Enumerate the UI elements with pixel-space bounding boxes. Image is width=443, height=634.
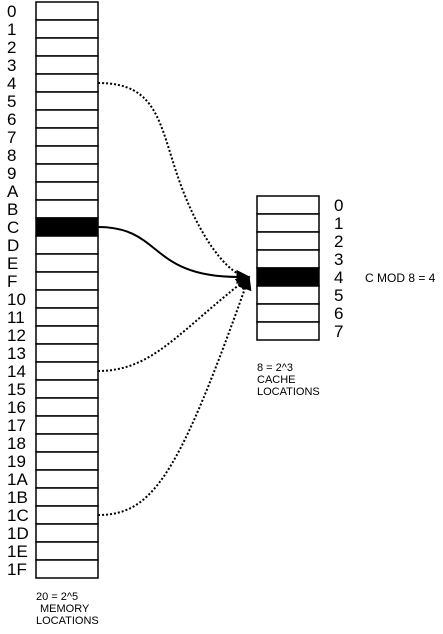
memory-caption-line-2: MEMORY: [40, 603, 90, 615]
memory-cell: [35, 217, 99, 237]
mapping-arrow-4: [97, 82, 251, 284]
memory-index-label: 0: [7, 2, 16, 21]
cache-caption: 8 = 2^3 CACHE LOCATIONS: [257, 362, 320, 398]
memory-index-label: 1: [7, 20, 16, 39]
mapping-arrow-1c: [97, 275, 252, 516]
memory-index-label: 3: [7, 56, 16, 75]
memory-index-label: 16: [7, 398, 26, 417]
memory-cell: [35, 271, 99, 291]
mapping-arrow-14: [97, 276, 251, 372]
memory-index-label: 14: [7, 362, 26, 381]
memory-index-label: 17: [7, 416, 26, 435]
memory-cell: [35, 1, 99, 21]
memory-cell: [35, 55, 99, 75]
memory-cell: [35, 541, 99, 561]
memory-cell: [35, 289, 99, 309]
memory-cell: [35, 73, 99, 93]
memory-index-label: 1A: [7, 470, 28, 489]
cache-cell: [256, 321, 320, 341]
memory-cell: [35, 343, 99, 363]
cache-cell: [256, 213, 320, 233]
memory-cell: [35, 199, 99, 219]
cache-cell: [256, 303, 320, 323]
memory-index-label: 10: [7, 290, 26, 309]
cache-cell: [256, 249, 320, 269]
memory-index-label: 18: [7, 434, 26, 453]
memory-index-label: 4: [7, 74, 16, 93]
memory-cell: [35, 145, 99, 165]
memory-cell: [35, 559, 99, 579]
memory-cell: [35, 163, 99, 183]
cache-index-label: 3: [334, 250, 343, 269]
memory-cell: [35, 523, 99, 543]
memory-cell: [35, 109, 99, 129]
memory-cell: [35, 379, 99, 399]
memory-index-label: C: [7, 218, 19, 237]
memory-cell: [35, 307, 99, 327]
memory-index-label: 1B: [7, 488, 28, 507]
cache-index-label: 2: [334, 232, 343, 251]
memory-cell: [35, 469, 99, 489]
mod-annotation: C MOD 8 = 4: [365, 271, 436, 285]
memory-cell: [35, 415, 99, 435]
memory-index-label: 5: [7, 92, 16, 111]
cache-index-label: 7: [334, 322, 343, 341]
memory-table: 0123456789ABCDEF101112131415161718191A1B…: [7, 1, 99, 579]
memory-cell: [35, 451, 99, 471]
memory-index-label: 8: [7, 146, 16, 165]
memory-cell: [35, 325, 99, 345]
cache-index-label: 4: [334, 268, 343, 287]
memory-cell: [35, 19, 99, 39]
memory-cell: [35, 91, 99, 111]
memory-cell: [35, 253, 99, 273]
memory-cell: [35, 487, 99, 507]
memory-cell: [35, 361, 99, 381]
memory-caption: 20 = 2^5 MEMORY LOCATIONS: [36, 591, 99, 627]
memory-index-label: 1C: [7, 506, 29, 525]
cache-index-label: 1: [334, 214, 343, 233]
memory-index-label: 11: [7, 308, 25, 327]
cache-cell: [256, 285, 320, 305]
memory-index-label: 9: [7, 164, 16, 183]
cache-cell: [256, 195, 320, 215]
cache-index-label: 5: [334, 286, 343, 305]
memory-index-label: 1F: [7, 560, 27, 579]
memory-index-label: 12: [7, 326, 26, 345]
memory-index-label: A: [7, 182, 19, 201]
memory-cell: [35, 37, 99, 57]
memory-cell: [35, 433, 99, 453]
memory-index-label: 2: [7, 38, 16, 57]
cache-index-label: 6: [334, 304, 343, 323]
cache-cell: [256, 231, 320, 251]
memory-index-label: F: [7, 272, 17, 291]
memory-cell: [35, 505, 99, 525]
cache-caption-line-2: CACHE: [257, 374, 296, 386]
memory-index-label: E: [7, 254, 18, 273]
memory-caption-line-3: LOCATIONS: [36, 615, 99, 627]
memory-index-label: 7: [7, 128, 16, 147]
mapping-arrow-c: [97, 226, 251, 284]
cache-caption-line-3: LOCATIONS: [257, 386, 320, 398]
memory-caption-line-1: 20 = 2^5: [36, 591, 78, 603]
memory-cell: [35, 181, 99, 201]
mapping-arrows: [97, 82, 252, 516]
memory-index-label: 13: [7, 344, 26, 363]
memory-cell: [35, 127, 99, 147]
memory-index-label: 1E: [7, 542, 28, 561]
cache-cell: [256, 267, 320, 287]
cache-index-label: 0: [334, 196, 343, 215]
memory-index-label: 6: [7, 110, 16, 129]
memory-index-label: 19: [7, 452, 26, 471]
memory-cell: [35, 397, 99, 417]
memory-index-label: 1D: [7, 524, 29, 543]
memory-cell: [35, 235, 99, 255]
cache-caption-line-1: 8 = 2^3: [257, 362, 293, 374]
memory-index-label: D: [7, 236, 19, 255]
memory-index-label: B: [7, 200, 18, 219]
memory-index-label: 15: [7, 380, 26, 399]
